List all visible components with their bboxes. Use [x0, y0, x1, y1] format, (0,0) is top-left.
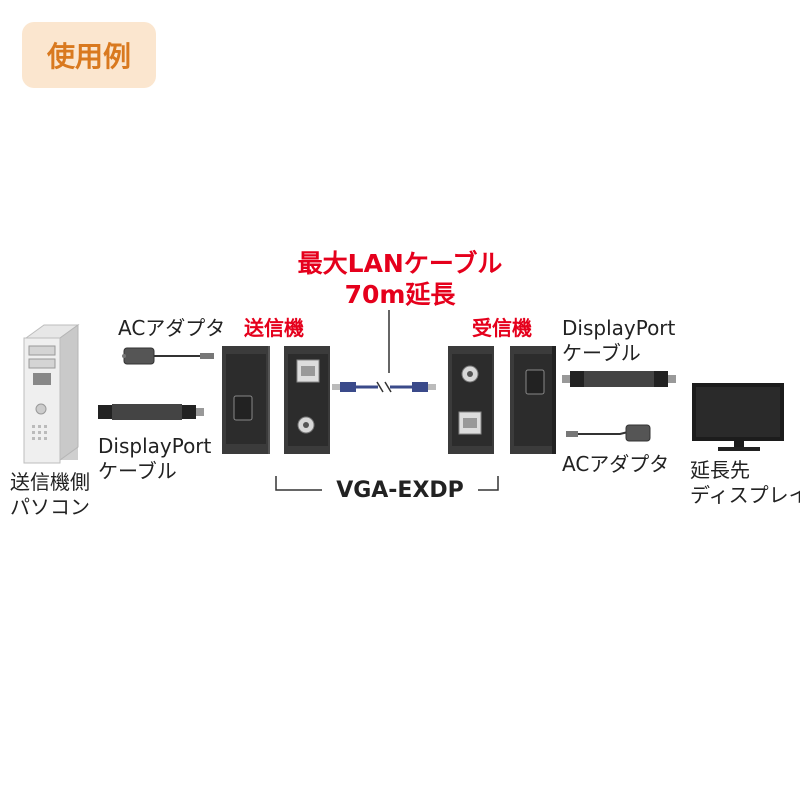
display-label: 延長先 ディスプレイ — [690, 458, 800, 508]
lan-cable-label: 最大LANケーブル 70m延長 — [250, 248, 550, 310]
dp-cable-left-illustration — [98, 404, 204, 420]
lan-cable-label-line1: 最大LANケーブル — [297, 249, 503, 278]
display-label-line2: ディスプレイ — [690, 483, 800, 507]
pc-label-line2: パソコン — [10, 495, 90, 519]
display-illustration — [692, 383, 784, 451]
dp-cable-right-label: DisplayPort ケーブル — [562, 316, 675, 366]
dp-cable-right-label-line2: ケーブル — [562, 341, 641, 365]
model-name: VGA-EXDP — [336, 478, 464, 503]
sender-unit-side-b — [284, 346, 330, 454]
dp-cable-right-label-line1: DisplayPort — [562, 316, 676, 340]
receiver-unit-side-b — [510, 346, 556, 454]
sender-label: 送信機 — [244, 316, 304, 340]
receiver-unit-side-a — [448, 346, 494, 454]
sender-unit-side-a — [222, 346, 270, 454]
receiver-label: 受信機 — [472, 316, 532, 340]
ac-adapter-right-label: ACアダプタ — [562, 452, 670, 476]
lan-cable-label-line2: 70m延長 — [344, 280, 456, 309]
lan-cable-illustration — [332, 310, 436, 393]
display-label-line1: 延長先 — [690, 458, 750, 482]
ac-adapter-left-illustration — [122, 347, 214, 365]
usage-example-badge: 使用例 — [22, 22, 156, 88]
pc-tower-illustration — [23, 324, 80, 464]
pc-label: 送信機側 パソコン — [10, 470, 90, 520]
ac-adapter-right-illustration — [566, 424, 651, 442]
dp-cable-right-illustration — [562, 371, 676, 387]
ac-adapter-left-label: ACアダプタ — [118, 316, 226, 340]
pc-label-line1: 送信機側 — [10, 470, 90, 494]
dp-cable-left-label-line2: ケーブル — [98, 459, 177, 483]
dp-cable-left-label-line1: DisplayPort — [98, 434, 212, 458]
dp-cable-left-label: DisplayPort ケーブル — [98, 434, 211, 484]
model-bracket — [275, 476, 499, 491]
